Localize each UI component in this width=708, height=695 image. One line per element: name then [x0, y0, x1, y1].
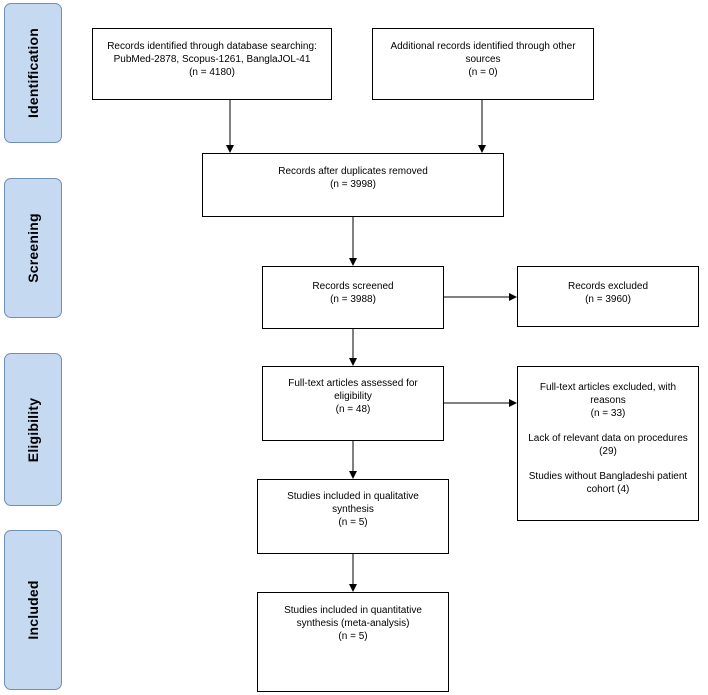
- phase-screening: Screening: [4, 178, 62, 318]
- quantitative-line2: synthesis (meta-analysis): [296, 618, 410, 629]
- box-other-sources: Additional records identified through ot…: [372, 28, 594, 100]
- fulltext-excluded-line1: Full-text articles excluded, with: [539, 382, 677, 393]
- db-search-line2: PubMed-2878, Scopus-1261, BanglaJOL-41: [113, 54, 311, 65]
- other-sources-line1: Additional records identified through ot…: [390, 41, 576, 52]
- other-sources-line2: sources: [465, 54, 501, 65]
- exclusion-reason-1-line1: Lack of relevant data on procedures: [528, 433, 688, 444]
- phase-identification: Identification: [4, 3, 62, 143]
- qualitative-line1: Studies included in qualitative: [287, 491, 419, 502]
- box-records-excluded: Records excluded (n = 3960): [517, 266, 699, 327]
- fulltext-assessed-count: (n = 48): [335, 404, 371, 415]
- records-excluded-count: (n = 3960): [585, 294, 631, 305]
- quantitative-count: (n = 5): [338, 631, 368, 642]
- phase-included: Included: [4, 530, 62, 690]
- phase-eligibility: Eligibility: [4, 353, 62, 506]
- db-search-line1: Records identified through database sear…: [107, 41, 317, 52]
- exclusion-reason-1-line2: (29): [599, 446, 617, 457]
- phase-identification-label: Identification: [25, 28, 41, 118]
- phase-included-label: Included: [25, 580, 41, 640]
- records-screened-count: (n = 3988): [330, 294, 376, 305]
- fulltext-assessed-line1: Full-text articles assessed for: [288, 378, 418, 389]
- box-quantitative-synthesis: Studies included in quantitative synthes…: [257, 592, 449, 692]
- box-duplicates-removed: Records after duplicates removed (n = 39…: [202, 153, 504, 217]
- quantitative-line1: Studies included in quantitative: [284, 605, 422, 616]
- duplicates-removed-line1: Records after duplicates removed: [278, 166, 428, 177]
- box-database-search: Records identified through database sear…: [92, 28, 332, 100]
- box-fulltext-excluded: Full-text articles excluded, with reason…: [517, 366, 699, 521]
- box-records-screened: Records screened (n = 3988): [262, 266, 444, 329]
- other-sources-count: (n = 0): [468, 67, 498, 78]
- box-fulltext-assessed: Full-text articles assessed for eligibil…: [262, 366, 444, 441]
- box-qualitative-synthesis: Studies included in qualitative synthesi…: [257, 479, 449, 554]
- records-screened-line1: Records screened: [312, 281, 394, 292]
- records-excluded-line1: Records excluded: [567, 281, 649, 292]
- exclusion-reason-2-line1: Studies without Bangladeshi patient: [528, 471, 688, 482]
- exclusion-reason-2-line2: cohort (4): [586, 484, 630, 495]
- duplicates-removed-count: (n = 3998): [330, 179, 376, 190]
- fulltext-assessed-line2: eligibility: [334, 391, 372, 402]
- fulltext-excluded-line2: reasons: [590, 395, 626, 406]
- fulltext-excluded-count: (n = 33): [590, 408, 626, 419]
- qualitative-line2: synthesis: [332, 504, 374, 515]
- db-search-count: (n = 4180): [189, 67, 235, 78]
- phase-eligibility-label: Eligibility: [25, 397, 41, 462]
- phase-screening-label: Screening: [25, 213, 41, 283]
- qualitative-count: (n = 5): [338, 517, 368, 528]
